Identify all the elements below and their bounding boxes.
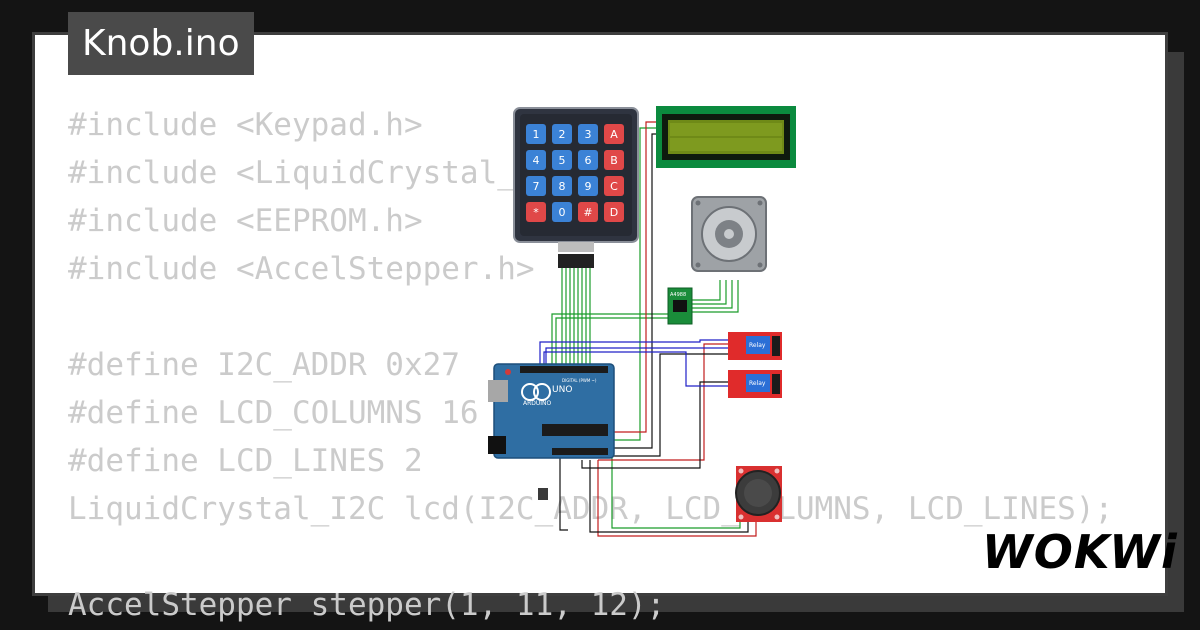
project-title: Knob.ino — [68, 12, 254, 75]
relay-module-2[interactable]: Relay — [728, 370, 782, 398]
keypad-key[interactable] — [552, 202, 572, 222]
code-line: #include <AccelStepper.h> — [68, 251, 535, 287]
keypad-key[interactable] — [578, 202, 598, 222]
keypad-key[interactable] — [604, 150, 624, 170]
keypad-key-label: * — [533, 206, 539, 219]
keypad-keys: 1 2 3 A 4 5 6 B 7 8 9 C * 0 # D — [526, 124, 624, 222]
code-line: #define LCD_LINES 2 — [68, 443, 423, 479]
keypad-key-label: B — [610, 154, 618, 167]
arduino-header-label: DIGITAL (PWM ~) — [562, 378, 597, 383]
keypad-key-label: # — [583, 206, 592, 219]
relay-label: Relay — [749, 342, 766, 349]
code-line: AccelStepper stepper(1, 11, 12); — [68, 587, 666, 623]
code-preview: #include <Keypad.h>#include <LiquidCryst… — [68, 101, 1113, 629]
keypad-key[interactable] — [552, 124, 572, 144]
keypad-key-label: A — [610, 128, 618, 141]
keypad-key[interactable] — [604, 124, 624, 144]
keypad-key-label: C — [610, 180, 618, 193]
wokwi-logo: WOKWi — [982, 525, 1177, 579]
keypad-key[interactable] — [552, 176, 572, 196]
keypad-connector — [558, 242, 594, 268]
arduino-brand: ARDUINO — [523, 400, 552, 407]
code-line: #define I2C_ADDR 0x27 — [68, 347, 460, 383]
keypad-key[interactable] — [578, 124, 598, 144]
lcd-display[interactable] — [656, 106, 796, 168]
code-line: #include <Keypad.h> — [68, 107, 423, 143]
switch[interactable] — [538, 488, 548, 500]
keypad-key[interactable] — [604, 202, 624, 222]
keypad-key-label: 8 — [559, 180, 566, 193]
keypad-key[interactable] — [604, 176, 624, 196]
keypad-key-label: 6 — [585, 154, 592, 167]
keypad-key[interactable] — [578, 150, 598, 170]
keypad-key-label: D — [610, 206, 618, 219]
stepper-motor[interactable] — [691, 196, 767, 272]
arduino-model: UNO — [552, 385, 572, 395]
keypad-key[interactable] — [526, 124, 546, 144]
keypad-key[interactable] — [526, 150, 546, 170]
keypad-key-label: 2 — [559, 128, 566, 141]
relay-label: Relay — [749, 380, 766, 387]
arduino-uno[interactable]: UNO ARDUINO DIGITAL (PWM ~) — [488, 363, 615, 459]
keypad-key-label: 4 — [533, 154, 540, 167]
joystick[interactable] — [735, 466, 782, 522]
stepper-driver[interactable]: A4988 — [667, 287, 693, 325]
driver-label: A4988 — [670, 292, 686, 298]
logo-text: WOKWi — [982, 525, 1178, 579]
keypad-key-label: 9 — [585, 180, 592, 193]
keypad-key-label: 1 — [533, 128, 540, 141]
keypad-key[interactable] — [578, 176, 598, 196]
keypad-key[interactable] — [526, 202, 546, 222]
keypad-key-label: 0 — [559, 206, 566, 219]
code-line: #include <EEPROM.h> — [68, 203, 423, 239]
keypad-key-label: 3 — [585, 128, 592, 141]
keypad-key[interactable] — [552, 150, 572, 170]
keypad-key-label: 7 — [533, 180, 540, 193]
wires — [539, 121, 757, 537]
keypad-key-label: 5 — [559, 154, 566, 167]
relay-module-1[interactable]: Relay — [728, 332, 782, 360]
code-line: #define LCD_COLUMNS 16 — [68, 395, 479, 431]
keypad-key[interactable] — [526, 176, 546, 196]
